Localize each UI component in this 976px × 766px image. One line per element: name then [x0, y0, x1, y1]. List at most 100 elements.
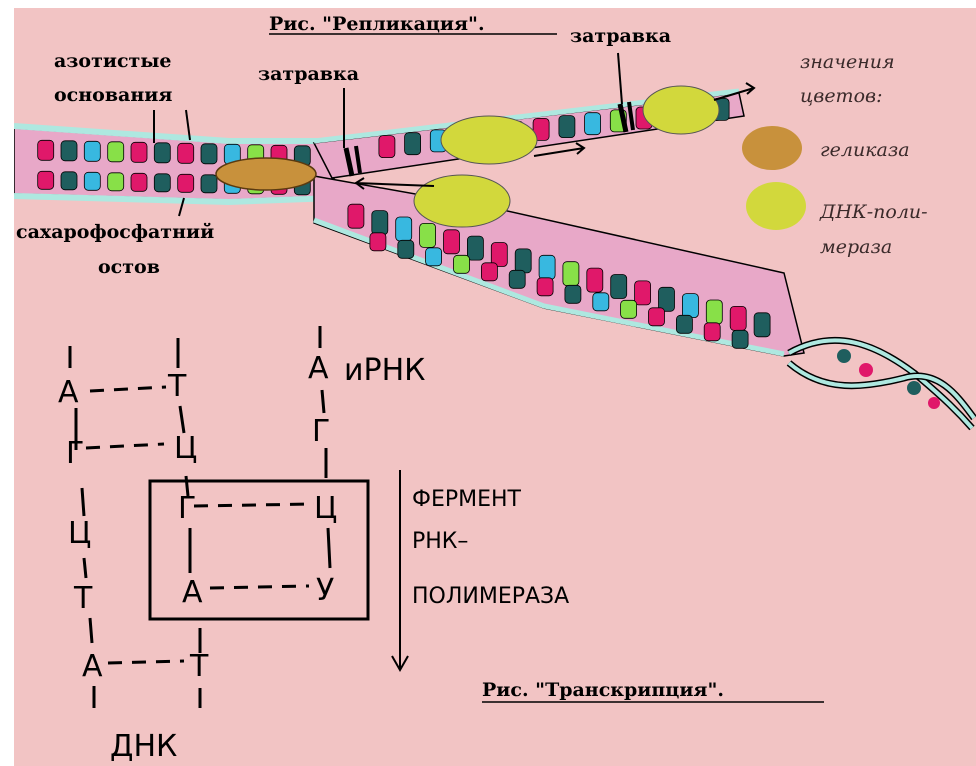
nucleotide-block	[108, 173, 124, 191]
nucleotide-block	[84, 172, 100, 190]
lower-strand-body	[314, 176, 804, 356]
left-base-a2: А	[82, 649, 103, 684]
middle-base-t2: Т	[189, 649, 209, 684]
nucleotide-block	[593, 293, 609, 311]
nucleotide-block	[509, 270, 525, 288]
mrna-label: иРНК	[344, 353, 425, 388]
replication-title: Рис. "Репликация".	[269, 13, 485, 35]
transcription-figure: А Г Ц Т А Т Ц Г А Т А Г Ц У иРНК ДНК ФЕР…	[58, 326, 824, 764]
label-backbone-line1: сахарофосфатний	[16, 221, 214, 243]
label-bases-line1: азотистые	[54, 50, 171, 72]
legend-swatch-helicase	[742, 126, 802, 170]
legend-label-polymerase-line1: ДНК-поли-	[819, 201, 928, 223]
nucleotide-block	[178, 174, 194, 192]
transcription-title: Рис. "Транскрипция".	[482, 679, 724, 701]
legend-heading-line2: цветов:	[800, 85, 882, 107]
label-primer-upper: затравка	[258, 63, 359, 85]
nucleotide-block	[201, 144, 217, 164]
nucleotide-block	[730, 306, 746, 330]
legend-swatch-polymerase	[746, 182, 806, 230]
pair-dash	[194, 504, 314, 506]
nucleotide-block	[38, 140, 54, 160]
nucleotide-block	[444, 230, 460, 254]
color-legend: значения цветов: геликаза ДНК-поли- мера…	[742, 51, 928, 258]
middle-base-ts: Ц	[174, 431, 197, 466]
nucleotide-block	[61, 141, 77, 161]
nucleotide-block	[370, 233, 386, 251]
nucleotide-block	[405, 133, 421, 155]
label-bases-line2: основания	[54, 84, 172, 106]
nucleotide-block	[706, 300, 722, 324]
nucleotide-block	[587, 268, 603, 292]
nucleotide-block	[131, 173, 147, 191]
pair-dash	[210, 586, 309, 588]
nucleotide-block	[38, 171, 54, 189]
mrna-base-g: Г	[312, 414, 330, 449]
base-pair-dashes	[86, 387, 314, 663]
helix-strand-b-outline	[789, 363, 974, 418]
label-primer-lower: затравка	[570, 25, 671, 47]
nucleotide-block	[379, 136, 395, 158]
nucleotide-block	[537, 278, 553, 296]
nucleotide-block	[84, 141, 100, 161]
helix-base	[837, 349, 851, 363]
helix-base	[859, 363, 873, 377]
nucleotide-block	[611, 275, 627, 299]
left-base-ts: Ц	[68, 516, 91, 551]
nucleotide-block	[539, 255, 555, 279]
pair-dash	[86, 444, 164, 448]
nucleotide-block	[649, 308, 665, 326]
mrna-base-a: А	[308, 351, 329, 386]
nucleotide-block	[732, 330, 748, 348]
transcription-direction-arrow	[392, 470, 408, 670]
left-base-g: Г	[66, 436, 84, 471]
nucleotide-block	[704, 323, 720, 341]
nucleotide-block	[563, 262, 579, 286]
legend-label-helicase: геликаза	[820, 139, 910, 161]
enzyme-label-line3: ПОЛИМЕРАЗА	[412, 584, 569, 609]
nucleotide-block	[585, 113, 601, 135]
nucleotide-block	[481, 263, 497, 281]
pair-dash	[90, 387, 166, 391]
middle-base-g: Г	[178, 491, 196, 526]
nucleotide-block	[426, 248, 442, 266]
mrna-base-u: У	[316, 573, 334, 608]
nucleotide-block	[467, 236, 483, 260]
mrna-base-ts: Ц	[314, 491, 337, 526]
nucleotide-block	[676, 315, 692, 333]
nucleotide-block	[154, 174, 170, 192]
nucleotide-block	[348, 204, 364, 228]
nucleotide-block	[396, 217, 412, 241]
pointer-primer-lower	[618, 53, 622, 104]
nucleotide-block	[201, 175, 217, 193]
dna-polymerase-right	[643, 86, 719, 134]
figure-canvas: Рис. "Репликация".	[14, 8, 976, 766]
legend-label-polymerase-line2: мераза	[820, 236, 892, 258]
enzyme-label-line1: ФЕРМЕНТ	[412, 487, 522, 512]
nucleotide-block	[559, 116, 575, 138]
nucleotide-block	[565, 285, 581, 303]
nucleotide-block	[108, 142, 124, 162]
slide: Рис. "Репликация".	[14, 8, 976, 766]
pair-dash	[108, 661, 184, 663]
nucleotide-block	[178, 143, 194, 163]
nucleotide-block	[635, 281, 651, 305]
label-backbone-line2: остов	[98, 256, 160, 278]
nucleotide-block	[754, 313, 770, 337]
nucleotide-block	[420, 223, 436, 247]
nucleotide-block	[515, 249, 531, 273]
replication-figure: Рис. "Репликация".	[14, 13, 974, 428]
left-base-t: Т	[73, 581, 93, 616]
middle-base-t: Т	[167, 369, 187, 404]
nucleotide-block	[61, 172, 77, 190]
dna-label: ДНК	[110, 729, 177, 764]
nucleotide-block	[154, 143, 170, 163]
enzyme-label-line2: РНК–	[412, 529, 468, 554]
left-base-a: А	[58, 375, 79, 410]
nucleotide-block	[682, 294, 698, 318]
helix-base	[928, 397, 940, 409]
lower-daughter-strand	[314, 176, 804, 356]
nucleotide-block	[398, 240, 414, 258]
nucleotide-block	[454, 255, 470, 273]
